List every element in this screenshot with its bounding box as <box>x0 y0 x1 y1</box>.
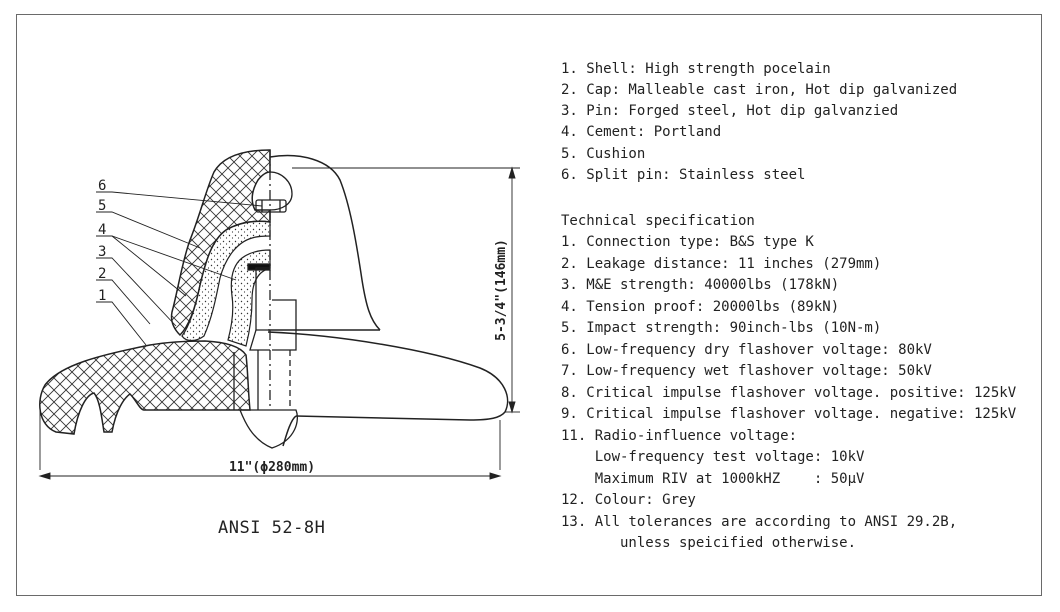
tech-spec-heading: Technical specification <box>561 213 755 229</box>
callout-6: 6 <box>98 178 106 194</box>
material-cement: 4. Cement: Portland <box>561 124 722 140</box>
drawing-sheet <box>16 14 1042 596</box>
callout-leaders <box>96 191 263 346</box>
insulator-exterior-outline <box>267 154 509 447</box>
tech-spec-item: 8. Critical impulse flashover voltage. p… <box>561 385 1017 401</box>
callout-1: 1 <box>98 288 106 304</box>
pin-and-details <box>233 150 298 449</box>
callout-4: 4 <box>98 222 106 238</box>
drawing-caption: ANSI 52-8H <box>218 518 326 538</box>
tech-spec-item: 3. M&E strength: 40000lbs (178kN) <box>561 277 840 293</box>
callout-2: 2 <box>98 266 106 282</box>
dimension-lines <box>38 166 520 480</box>
tech-spec-item: 2. Leakage distance: 11 inches (279mm) <box>561 256 882 272</box>
width-dimension-label: 11"(ϕ280mm) <box>229 460 315 475</box>
material-pin: 3. Pin: Forged steel, Hot dip galvanzied <box>561 103 899 119</box>
tech-spec-item: 7. Low-frequency wet flashover voltage: … <box>561 363 932 379</box>
shell-section <box>39 340 251 435</box>
tech-spec-item: Maximum RIV at 1000kHZ : 50μV <box>561 471 865 487</box>
material-shell: 1. Shell: High strength pocelain <box>561 61 831 77</box>
tech-spec-item: 5. Impact strength: 90inch-lbs (10N-m) <box>561 320 882 336</box>
callout-5: 5 <box>98 198 106 214</box>
material-split-pin: 6. Split pin: Stainless steel <box>561 167 806 183</box>
tech-spec-item: 9. Critical impulse flashover voltage. n… <box>561 406 1017 422</box>
tech-spec-item: Low-frequency test voltage: 10kV <box>561 449 865 465</box>
tech-spec-item: 11. Radio-influence voltage: <box>561 428 798 444</box>
height-dimension-label: 5-3/4"(146mm) <box>494 239 509 341</box>
cement-section <box>227 249 271 347</box>
tech-spec-item: 1. Connection type: B&S type K <box>561 234 814 250</box>
callout-3: 3 <box>98 244 106 260</box>
material-cap: 2. Cap: Malleable cast iron, Hot dip gal… <box>561 82 958 98</box>
material-cushion: 5. Cushion <box>561 146 646 162</box>
tech-spec-item: 12. Colour: Grey <box>561 492 696 508</box>
tech-spec-item: unless speicified otherwise. <box>561 535 857 551</box>
tech-spec-item: 4. Tension proof: 20000lbs (89kN) <box>561 299 840 315</box>
tech-spec-item: 13. All tolerances are according to ANSI… <box>561 514 958 530</box>
cushion-section <box>181 220 271 342</box>
tech-spec-item: 6. Low-frequency dry flashover voltage: … <box>561 342 932 358</box>
